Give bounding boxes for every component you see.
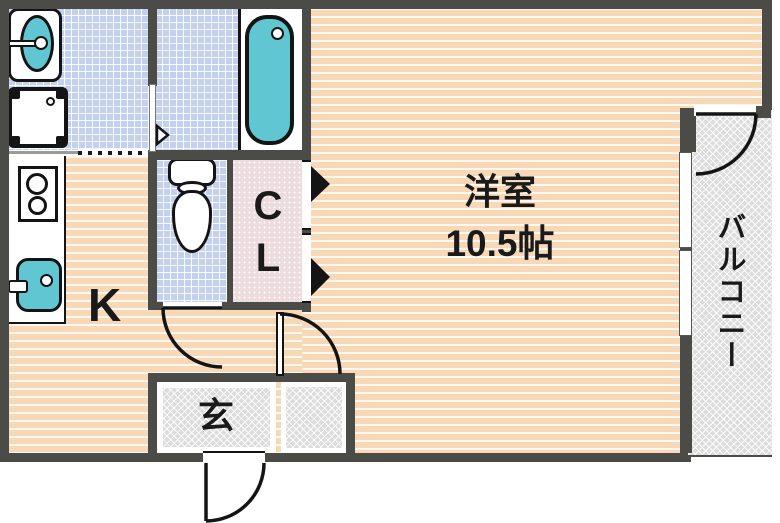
washroom-dashed-opening — [78, 149, 148, 157]
balcony-window — [679, 250, 692, 336]
toilet-bowl — [172, 190, 212, 253]
wall-bottom — [0, 453, 691, 462]
toilet-floor — [156, 160, 227, 302]
western-room-size: 10.5帖 — [445, 223, 555, 264]
wall-balcony-corner-top-right — [754, 106, 771, 118]
closet-door-arrow-icon — [311, 166, 330, 202]
stove — [18, 166, 58, 222]
closet-door-arrow-icon — [311, 258, 330, 296]
stove-burner-icon — [26, 173, 48, 195]
wall-top — [0, 0, 772, 9]
bathtub-drain-icon — [271, 27, 284, 40]
pan-drain-icon — [46, 97, 55, 106]
balcony-label: バルコニー — [713, 212, 745, 372]
hall-door-arc — [279, 312, 342, 375]
closet-label: C L — [253, 184, 283, 280]
entrance-floor-right — [286, 387, 342, 448]
wall-entrance-top-left — [148, 373, 277, 382]
western-room-label: 洋室 10.5帖 — [390, 171, 610, 264]
pan-bolt-icon — [11, 90, 20, 99]
western-room-name: 洋室 — [463, 171, 536, 212]
wall-bathroom-bottom — [148, 150, 311, 160]
wall-entrance-left — [148, 373, 157, 462]
entrance-label: 玄 — [198, 395, 235, 436]
closet-folding-door-panel — [302, 233, 311, 303]
sink-drain-icon — [40, 274, 53, 287]
toilet-door-arc — [161, 307, 223, 369]
wall-washroom-bathroom — [148, 0, 157, 86]
wall-entrance-top-right — [277, 373, 355, 382]
bathroom-door-arrow-icon — [155, 123, 170, 147]
wall-entrance-right — [346, 373, 355, 462]
wall-left — [0, 0, 9, 462]
balcony-door-arc — [695, 113, 758, 176]
stove-burner-icon — [28, 196, 47, 215]
washroom-boundary-line — [8, 151, 80, 154]
sink-faucet-icon — [8, 280, 28, 293]
wall-toilet-left — [148, 150, 157, 310]
bathroom-sliding-door — [149, 84, 156, 152]
entrance-floor — [163, 388, 270, 447]
toilet-doorway-gap — [163, 302, 222, 310]
wall-toilet-closet — [227, 159, 233, 305]
margin-bottom — [0, 462, 780, 523]
bathtub — [245, 15, 294, 145]
wall-toilet-closet-bottom — [148, 302, 311, 310]
wall-balcony-corner-top-left — [680, 108, 696, 152]
closet-floor — [227, 160, 302, 302]
washing-machine-pan — [8, 87, 68, 148]
wall-right-upper — [762, 0, 772, 116]
pan-bolt-icon — [56, 90, 65, 99]
pan-bolt-icon — [56, 136, 65, 145]
bathroom-floor — [148, 8, 238, 152]
kitchen-label: K — [88, 279, 122, 331]
closet-folding-door-panel — [302, 160, 311, 230]
balcony-doorway-gap — [694, 105, 756, 116]
front-door-arc — [205, 462, 266, 523]
washbasin-knob-icon — [34, 36, 48, 50]
margin-right — [772, 0, 780, 523]
balcony-window — [679, 152, 692, 248]
wall-main-room-left — [302, 0, 311, 312]
kitchen-sink — [16, 258, 62, 312]
pan-bolt-icon — [11, 136, 20, 145]
